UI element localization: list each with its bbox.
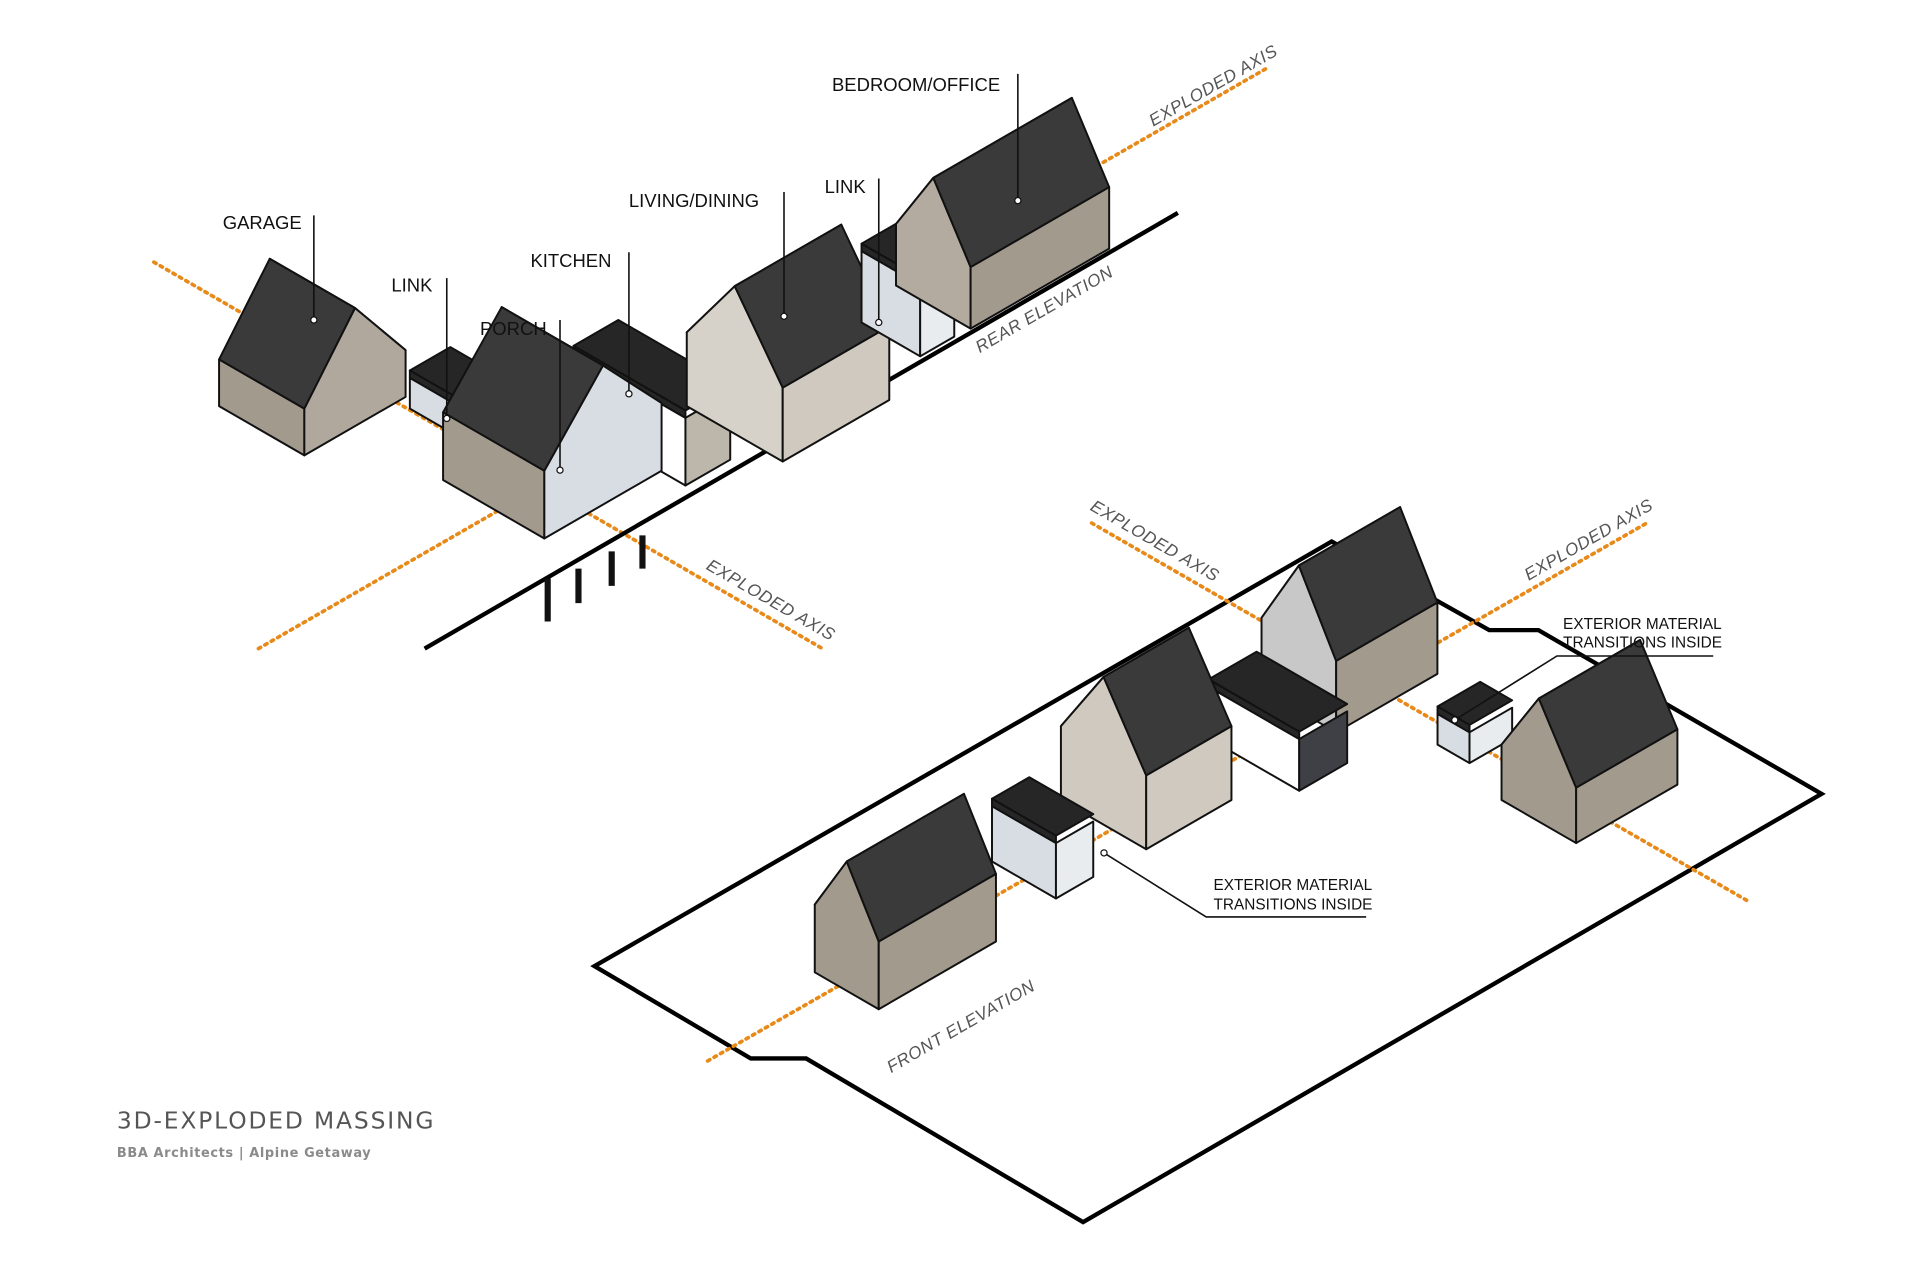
diagram-subtitle: BBA Architects | Alpine Getaway — [117, 1146, 371, 1161]
label-porch: PORCH — [480, 318, 547, 339]
gable-wall — [303, 307, 407, 457]
mass-porch-front — [813, 792, 997, 1011]
mass-garage-front — [1500, 639, 1679, 845]
diagram-title: 3D-EXPLODED MASSING — [117, 1107, 435, 1135]
building-masses — [218, 96, 1679, 1011]
side-wall — [1298, 710, 1349, 792]
roof — [1297, 506, 1439, 662]
exploded-axis-label: EXPLODED AXIS — [1145, 40, 1281, 130]
note-material-1-line1: EXTERIOR MATERIAL — [1563, 616, 1722, 633]
porch-deck — [544, 535, 646, 622]
mass-link-front-2 — [1436, 680, 1514, 765]
roof — [442, 306, 604, 472]
mass-living-dining — [685, 223, 891, 463]
note-material-1-line2: TRANSITIONS INSIDE — [1563, 634, 1722, 651]
roof — [1102, 626, 1233, 777]
note-material-2-line1: EXTERIOR MATERIAL — [1214, 877, 1373, 894]
gable-wall — [543, 364, 663, 540]
mass-porch — [442, 306, 663, 540]
roof — [733, 223, 891, 389]
side-wall — [1054, 820, 1095, 900]
label-garage: GARAGE — [223, 212, 302, 233]
mass-link-front-1 — [991, 776, 1095, 900]
roof-fascia — [991, 797, 1057, 845]
callouts: GARAGE LINK PORCH KITCHEN LIVING/DINING … — [223, 73, 1722, 918]
roof — [932, 96, 1111, 269]
roof — [218, 257, 356, 410]
side-wall — [1468, 706, 1514, 765]
mass-living-front — [1059, 626, 1233, 851]
label-link-1: LINK — [391, 275, 433, 296]
label-living-dining: LIVING/DINING — [629, 190, 759, 211]
mass-garage — [218, 257, 407, 457]
exploded-axis-line — [1089, 521, 1750, 903]
exploded-axis-label: EXPLODED AXIS — [703, 555, 839, 645]
label-link-2: LINK — [825, 176, 867, 197]
mass-bedroom-office-front — [1260, 506, 1439, 734]
exploded-axis-label: EXPLODED AXIS — [1087, 496, 1223, 586]
mass-bedroom-office — [895, 96, 1111, 330]
roof — [1537, 639, 1679, 789]
note-material-2-line2: TRANSITIONS INSIDE — [1214, 897, 1373, 914]
exploded-axis-label: EXPLODED AXIS — [1521, 494, 1657, 584]
label-bedroom-office: BEDROOM/OFFICE — [832, 74, 1000, 95]
roof — [845, 792, 997, 943]
label-kitchen: KITCHEN — [530, 250, 611, 271]
